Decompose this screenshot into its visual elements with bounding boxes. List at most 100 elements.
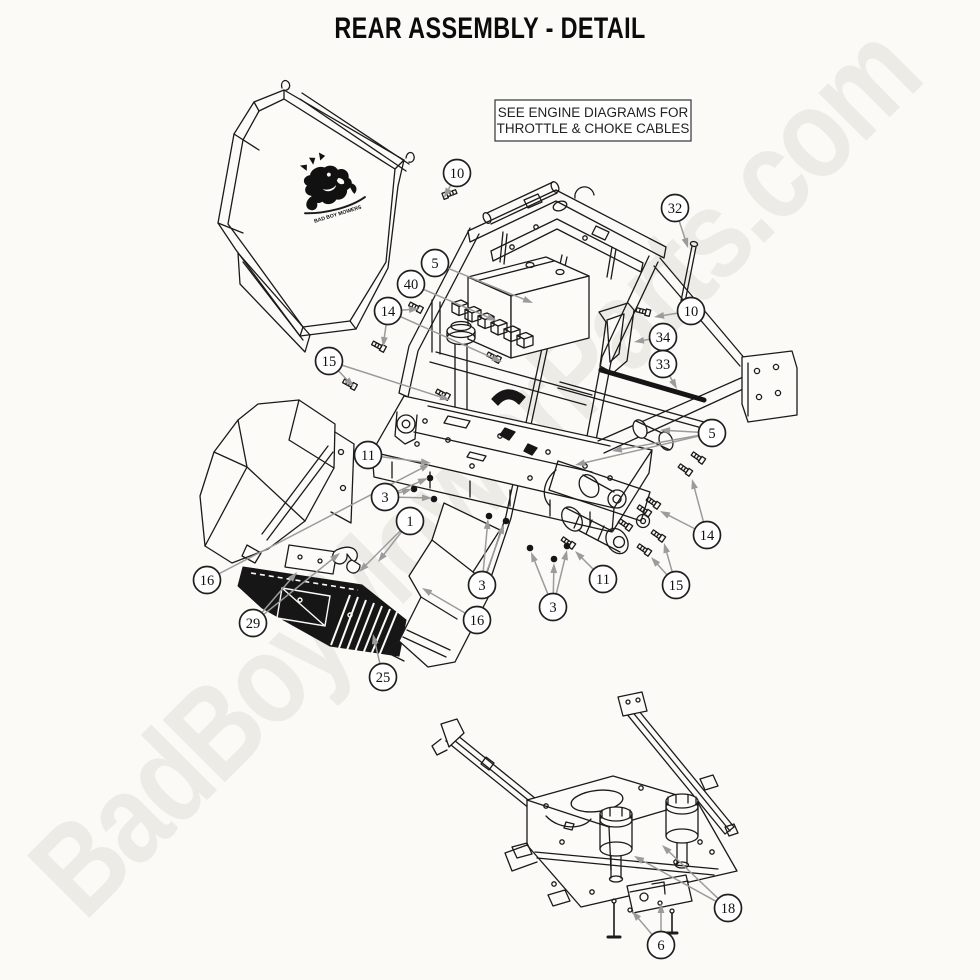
leader-line [400,315,497,361]
callout-number: 3 [478,578,485,594]
callout-number: 14 [381,304,396,320]
leader-arrowhead [439,393,450,401]
leader-line [532,557,549,595]
leader-arrowhead [444,187,452,198]
leader-arrowhead [419,464,430,472]
leader-line [426,590,466,614]
leader-arrowhead [575,551,585,561]
leader-arrowhead [522,296,533,303]
callout-circle [646,930,676,960]
callout-32: 32 [660,193,690,223]
callout-circle [538,592,568,622]
leader-line [381,455,426,463]
seat-plate-assembly [431,691,739,939]
callout-circle [713,893,743,923]
leader-arrowhead [634,856,645,864]
leader-line [482,524,489,572]
callout-number: 11 [361,448,375,464]
callout-circle [370,482,400,512]
leader-line [692,484,705,523]
leader-arrowhead [420,458,431,466]
callout-3: 3 [538,592,568,622]
fuel-tank-cover [199,399,355,564]
callout-circle [692,520,722,550]
callout-40: 40 [396,269,426,299]
rubber-mount [599,806,633,883]
leader-arrowhead [287,572,297,582]
leader-arrowhead [691,479,698,490]
leader-lines [218,184,719,936]
leader-arrowhead [417,478,428,486]
callout-circle [676,296,706,326]
leader-arrowhead [491,354,502,362]
callout-circle [373,296,403,326]
leader-arrowhead [651,557,661,567]
leader-arrowhead [657,903,665,913]
leader-arrowhead [663,543,671,554]
callout-number: 5 [708,426,715,442]
callout-circle [395,506,425,536]
callout-18: 18 [713,893,743,923]
pump-assembly [543,460,651,555]
leader-arrowhead [381,336,388,347]
nuts [410,474,571,563]
callout-circle [588,564,618,594]
callout-1: 1 [395,506,425,536]
callout-34: 34 [648,322,678,352]
note-box: SEE ENGINE DIAGRAMS FOR THROTTLE & CHOKE… [494,99,692,142]
callout-3: 3 [467,570,497,600]
leader-line [485,529,503,573]
leader-arrowhead [660,427,671,434]
callout-15: 15 [661,570,691,600]
leader-line [580,435,700,465]
note-line-1: SEE ENGINE DIAGRAMS FOR [498,105,689,120]
callout-number: 34 [656,330,671,346]
callout-11: 11 [588,564,618,594]
note-line-2: THROTTLE & CHOKE CABLES [497,121,690,136]
callout-number: 14 [700,528,715,544]
callout-circle [192,565,222,595]
callout-circle [661,570,691,600]
main-frame [341,181,798,614]
leader-arrowhead [660,511,671,519]
page-title: REAR ASSEMBLY - DETAIL [334,11,645,44]
leader-line [261,576,294,614]
callout-10: 10 [442,158,472,188]
leader-arrowhead [681,237,689,248]
callout-circle [660,193,690,223]
leader-arrowhead [401,488,412,496]
leader-line [341,364,445,399]
leader-arrowhead [612,445,623,453]
callout-number: 11 [596,572,610,588]
callout-16: 16 [462,605,492,635]
engine-cover: BAD BOY MOWERS [217,79,415,353]
callout-circle [420,248,450,278]
leader-arrowhead [486,313,497,321]
leader-arrowhead [669,378,677,389]
leader-arrowhead [662,845,672,855]
leader-arrowhead [531,552,538,563]
leader-arrowhead [371,634,379,645]
right-rail [557,350,798,454]
callout-33: 33 [648,349,678,379]
callout-14: 14 [692,520,722,550]
callout-number: 33 [656,357,671,373]
callout-number: 29 [246,616,261,632]
callout-number: 1 [406,514,413,530]
leader-arrowhead [632,911,642,921]
callout-circle [442,158,472,188]
rubber-mount [665,793,699,869]
leader-arrowhead [483,519,491,530]
battery [451,256,590,359]
callout-15: 15 [314,346,344,376]
callout-number: 15 [669,578,684,594]
leader-line [381,531,403,558]
callout-5: 5 [420,248,450,278]
callout-number: 6 [657,938,664,954]
callout-circle [396,269,426,299]
leader-line [398,496,427,499]
callout-number: 16 [470,613,485,629]
leader-line [555,555,567,595]
callout-29: 29 [238,608,268,638]
seat-stop-bracket [598,302,635,374]
